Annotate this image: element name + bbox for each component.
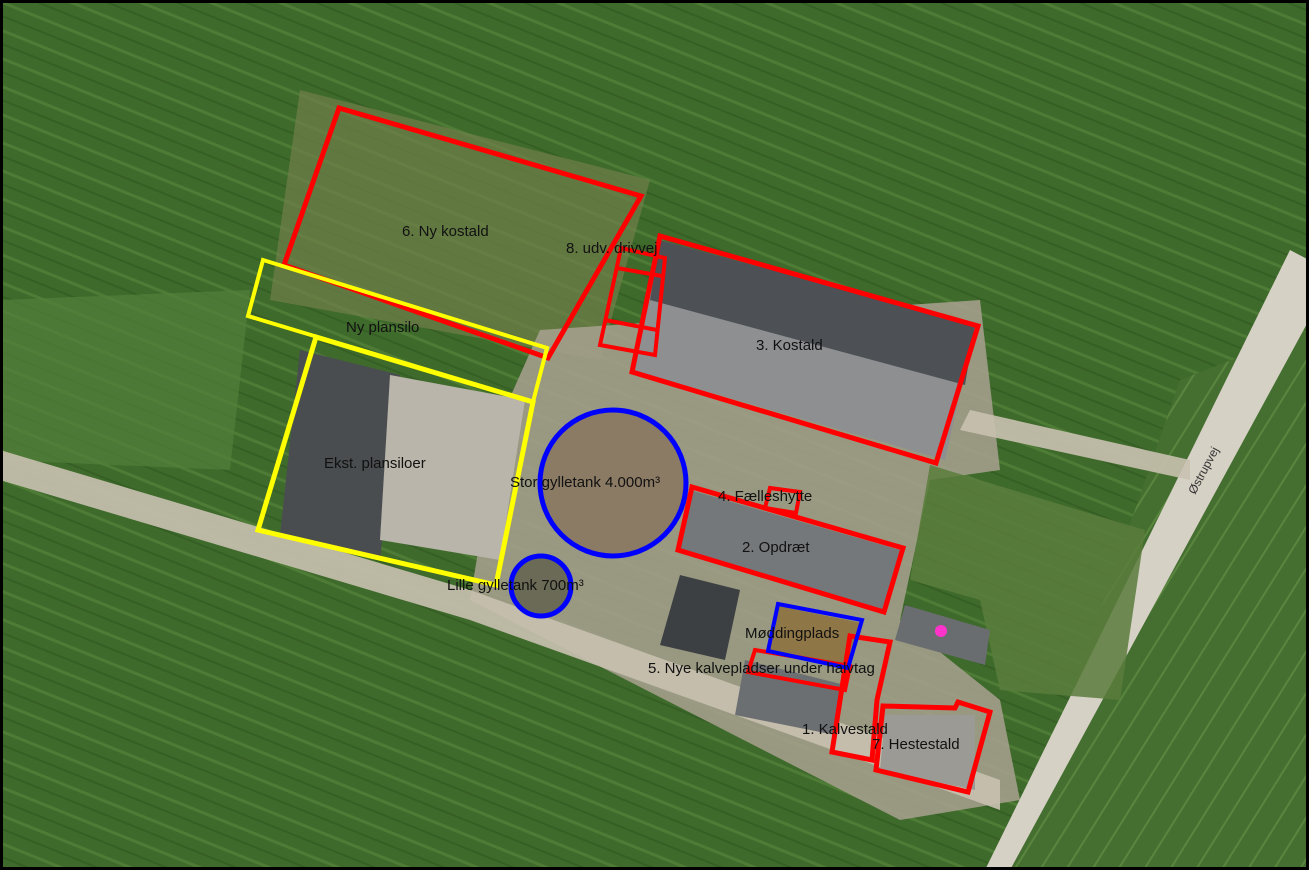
label-stor-gylletank: Stor gylletank 4.000m³ bbox=[510, 474, 660, 491]
silo-roof bbox=[280, 350, 400, 560]
label-kostald: 3. Kostald bbox=[756, 337, 823, 354]
large-tank-surface bbox=[541, 411, 685, 555]
outline-ny-kostald bbox=[280, 104, 645, 362]
label-kalvestald: 1. Kalvestald bbox=[802, 721, 888, 738]
label-lille-gylletank: Lille gylletank 700m³ bbox=[447, 577, 584, 594]
east-lane bbox=[960, 410, 1190, 480]
label-eks-plansiloer: Ekst. plansiloer bbox=[324, 455, 426, 472]
label-moddingplads: Møddingplads bbox=[745, 625, 839, 642]
outline-opdraet bbox=[675, 483, 907, 616]
kostald-roof-dark bbox=[650, 240, 975, 385]
label-nye-kalvepladser: 5. Nye kalvepladser under halvtag bbox=[648, 660, 875, 677]
label-hestestald: 7. Hestestald bbox=[872, 736, 960, 753]
outline-stor-gylletank bbox=[537, 407, 689, 559]
manure-heap bbox=[770, 606, 862, 668]
farm-driveway bbox=[0, 450, 1000, 810]
outline-lille-gylletank bbox=[508, 553, 574, 619]
outline-kostald bbox=[629, 232, 982, 467]
garden-area bbox=[910, 465, 1145, 700]
kalvestald-roof bbox=[735, 660, 845, 735]
outline-faelleshytte bbox=[762, 485, 803, 516]
outline-kalvestald bbox=[829, 633, 894, 764]
outline-eks-plansiloer bbox=[254, 333, 536, 589]
label-udv-drivvej: 8. udv. drivvej bbox=[566, 240, 657, 257]
label-ny-plansilo: Ny plansilo bbox=[346, 319, 419, 336]
label-opdraet: 2. Opdræt bbox=[742, 539, 810, 556]
outline-udv-drivvej bbox=[597, 245, 668, 358]
outline-moddingplads bbox=[765, 601, 865, 671]
label-faelleshytte: 4. Fælleshytte bbox=[718, 488, 812, 505]
field-east bbox=[1010, 330, 1309, 870]
label-ny-kostald: 6. Ny kostald bbox=[402, 223, 489, 240]
main-road bbox=[985, 250, 1309, 870]
outline-drivvej-divider-2 bbox=[604, 318, 658, 332]
hestestald-roof bbox=[880, 715, 975, 790]
location-marker[interactable] bbox=[935, 625, 947, 637]
silo-floor bbox=[380, 375, 525, 560]
outline-hestestald bbox=[873, 698, 994, 795]
shed-roof bbox=[660, 575, 740, 660]
opdraet-roof bbox=[680, 490, 900, 610]
field-lighter-west bbox=[0, 290, 250, 470]
small-tank-surface bbox=[512, 557, 570, 615]
